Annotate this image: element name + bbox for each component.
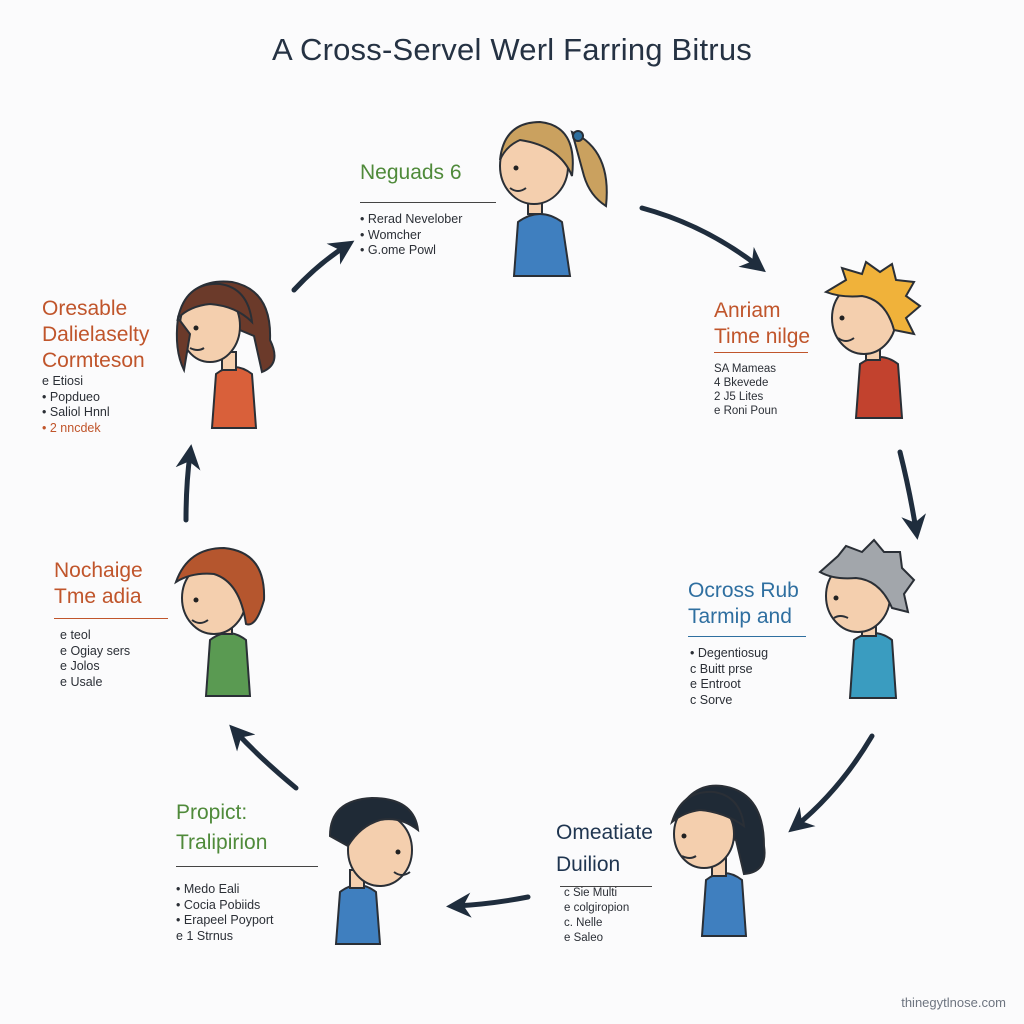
character-5-illustration <box>328 796 420 945</box>
arrow-3-to-4 <box>788 733 875 833</box>
character-7-illustration <box>175 280 276 429</box>
arrow-7-to-1 <box>291 240 355 293</box>
node-2-divider <box>714 352 808 353</box>
arrow-4-to-5 <box>446 892 531 918</box>
arrow-1-to-2 <box>639 205 766 273</box>
list-item: c Buitt prse <box>690 661 753 676</box>
watermark: thinegytlnose.com <box>901 995 1006 1010</box>
node-3-heading-line: Tarmip and <box>688 605 792 628</box>
node-7-heading-line: Cormteson <box>42 349 145 372</box>
list-item: • 2 nncdek <box>42 420 101 435</box>
list-item: • Rerad Nevelober <box>360 212 463 226</box>
node-1-list: • Rerad Nevelober • Womcher • G.ome Powl <box>360 212 462 259</box>
node-5-heading-line: Tralipirion <box>176 831 268 854</box>
node-1-heading: Neguads 6 <box>360 160 462 186</box>
diagram-title: A Cross-Servel Werl Farring Bitrus <box>272 32 752 67</box>
character-6-illustration <box>174 546 266 697</box>
node-6-heading-line: Nochaige <box>54 559 143 582</box>
node-5-heading: Propict: Tralipirion <box>176 800 267 856</box>
node-2-heading-line: Time nilge <box>714 325 811 348</box>
list-item: • Erapeel Poyport <box>176 913 274 927</box>
cycle-arrows <box>175 205 927 918</box>
node-6-list: e teol e Ogiay sers e Jolos e Usale <box>60 628 130 690</box>
arrow-6-to-7 <box>175 444 201 523</box>
arrow-2-to-3 <box>897 449 927 540</box>
node-5-divider <box>176 866 318 867</box>
character-1-illustration <box>499 120 608 277</box>
node-2-list: SA Mameas 4 Bkevede 2 J5 Lites e Roni Po… <box>714 362 777 418</box>
node-7-heading: Oresable Dalielaselty Cormteson <box>42 296 149 374</box>
node-7-list: e Etiosi • Popdueo • Saliol Hnnl • 2 nnc… <box>42 374 110 436</box>
list-item: • Popdueo <box>42 389 100 404</box>
list-item: e Jolos <box>60 659 100 673</box>
list-item: • Saliol Hnnl <box>42 405 110 419</box>
list-item: e Etiosi <box>42 374 84 388</box>
character-4-illustration <box>670 784 766 937</box>
character-2-illustration <box>823 260 922 419</box>
list-item: e 1 Strnus <box>176 928 233 943</box>
node-6-heading: Nochaige Tme adia <box>54 558 143 610</box>
list-item: e Usale <box>60 674 103 689</box>
node-3-heading: Ocross Rub Tarmip and <box>688 578 799 630</box>
list-item: • Cocia Pobiids <box>176 897 261 912</box>
list-item: 4 Bkevede <box>714 377 769 389</box>
node-6-heading-line: Tme adia <box>54 585 142 608</box>
node-6-divider <box>54 618 168 619</box>
list-item: c. Nelle <box>564 917 603 929</box>
list-item: c Sorve <box>690 692 733 707</box>
character-3-illustration <box>818 538 916 699</box>
list-item: e teol <box>60 628 91 642</box>
node-4-heading-line: Omeatiate <box>556 821 653 844</box>
list-item: • G.ome Powl <box>360 243 436 257</box>
list-item: SA Mameas <box>714 363 776 375</box>
list-item: • Medo Eali <box>176 882 240 896</box>
node-3-heading-line: Ocross Rub <box>688 579 799 602</box>
list-item: 2 J5 Lites <box>714 391 764 403</box>
list-item: e Entroot <box>690 677 741 691</box>
node-4-heading-line: Duilion <box>556 853 621 876</box>
node-2-heading-line: Anriam <box>714 299 781 322</box>
node-4-divider <box>560 886 652 887</box>
node-3-list: • Degentiosug c Buitt prse e Entroot c S… <box>690 646 768 708</box>
node-7-heading-line: Dalielaselty <box>42 323 150 346</box>
node-2-heading: Anriam Time nilge <box>714 298 810 350</box>
list-item: • Degentiosug <box>690 646 769 660</box>
node-1-divider <box>360 202 496 203</box>
list-item: e Saleo <box>564 932 604 944</box>
list-item: e Roni Poun <box>714 405 778 417</box>
list-item: e colgiropion <box>564 902 630 914</box>
node-7-heading-line: Oresable <box>42 297 128 320</box>
node-5-heading-line: Propict: <box>176 801 248 824</box>
node-1-heading-line: Neguads 6 <box>360 161 462 184</box>
node-4-list: c Sie Multi e colgiropion c. Nelle e Sal… <box>564 886 629 946</box>
node-4-heading: Omeatiate Duilion <box>556 820 653 878</box>
list-item: c Sie Multi <box>564 887 618 899</box>
node-3-divider <box>688 636 806 637</box>
arrow-5-to-6 <box>229 724 299 791</box>
list-item: e Ogiay sers <box>60 643 131 658</box>
list-item: • Womcher <box>360 227 422 242</box>
node-5-list: • Medo Eali • Cocia Pobiids • Erapeel Po… <box>176 882 274 944</box>
